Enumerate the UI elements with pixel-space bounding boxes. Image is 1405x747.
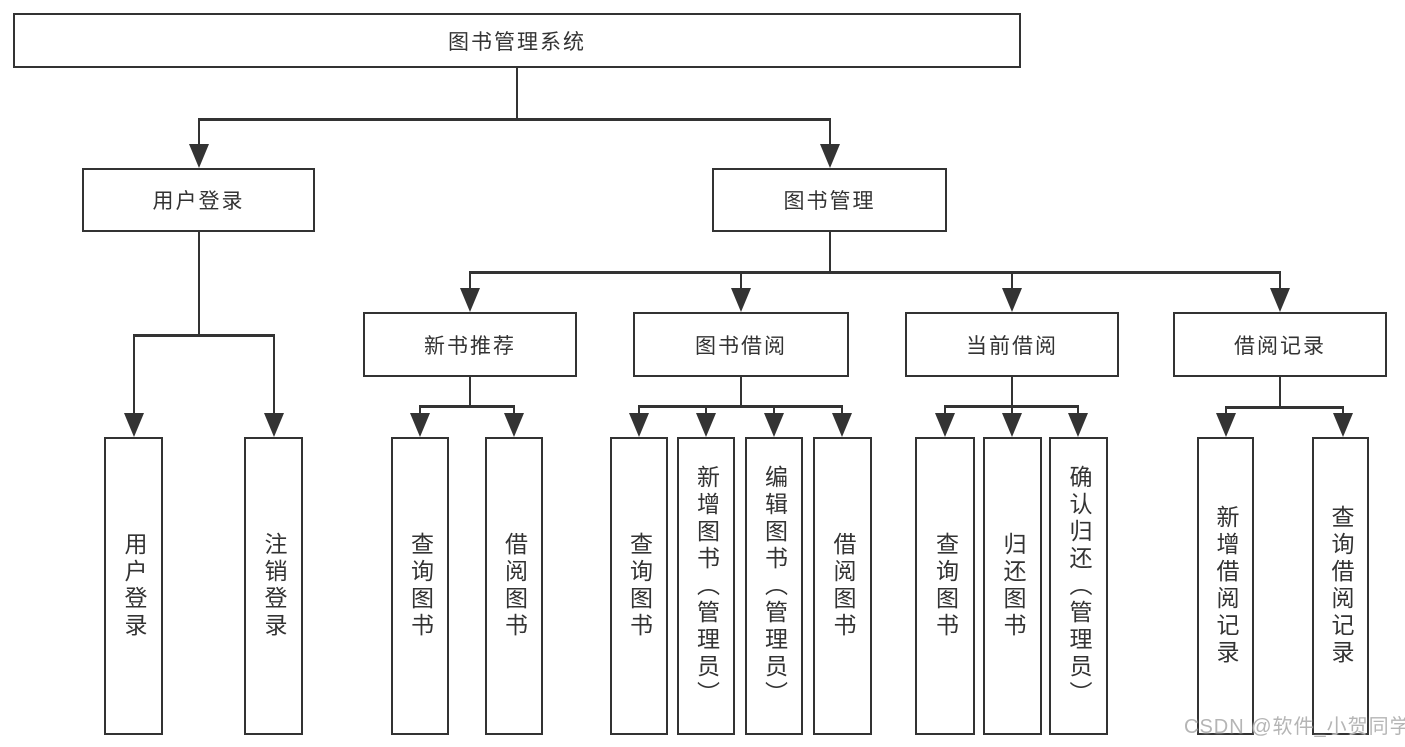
node-book-borrowing: 图书借阅 [633,312,849,377]
leaf-add-books-admin: 新增图书（管理员） [677,437,735,735]
leaf-edit-books-admin: 编辑图书（管理员） [745,437,803,735]
leaf-add-borrow-record: 新增借阅记录 [1197,437,1254,735]
connector-line [197,232,201,336]
connector-line [1341,406,1345,417]
leaf-borrow-books-recommend: 借阅图书 [485,437,543,735]
connector-line [272,334,276,416]
connector-line [739,271,743,293]
arrow-down-icon [1333,413,1353,437]
arrow-down-icon [820,144,840,168]
connector-line [1278,377,1282,408]
node-label: 图书借阅 [695,334,787,358]
arrow-down-icon [832,413,852,437]
arrow-down-icon [410,413,430,437]
connector-line [704,405,708,417]
leaf-confirm-return-admin: 确认归还（管理员） [1049,437,1108,735]
leaf-label: 注销登录 [261,532,287,640]
connector-line [468,377,472,407]
csdn-watermark: CSDN @软件_小贺同学 [1184,716,1405,738]
node-label: 图书管理 [783,190,876,213]
leaf-return-books: 归还图书 [983,437,1042,735]
connector-line [515,68,519,120]
arrow-down-icon [696,413,716,437]
arrow-down-icon [504,413,524,437]
arrow-down-icon [1068,413,1088,437]
leaf-label: 查询图书 [407,532,434,640]
connector-line [1225,406,1344,409]
connector-line [828,232,832,273]
arrow-down-icon [1216,413,1236,437]
arrow-down-icon [1270,288,1290,312]
leaf-query-borrow-record: 查询借阅记录 [1312,437,1369,735]
leaf-query-books-borrowing: 查询图书 [610,437,668,735]
connector-line [739,377,743,407]
connector-line [133,334,274,337]
node-library-management-system: 图书管理系统 [13,13,1021,68]
leaf-label: 查询图书 [932,532,959,640]
connector-line [943,405,947,417]
connector-line [1010,271,1014,293]
arrow-down-icon [764,413,784,437]
connector-line [1278,271,1282,293]
leaf-label: 借阅图书 [830,532,856,640]
connector-line [638,405,843,408]
leaf-label: 新增借阅记录 [1213,505,1239,667]
connector-line [418,405,422,417]
connector-line [197,118,201,148]
node-label: 新书推荐 [424,334,516,358]
node-label: 借阅记录 [1234,334,1326,358]
connector-line [198,118,831,121]
arrow-down-icon [1002,413,1022,437]
leaf-label: 用户登录 [121,532,147,640]
node-label: 用户登录 [152,190,245,213]
leaf-label: 查询借阅记录 [1328,505,1354,667]
leaf-query-books-current: 查询图书 [915,437,975,735]
connector-line [637,405,641,417]
connector-line [840,405,844,417]
arrow-down-icon [460,288,480,312]
leaf-label: 借阅图书 [501,532,528,640]
leaf-logout: 注销登录 [244,437,303,735]
leaf-label: 新增图书（管理员） [693,464,720,708]
arrow-down-icon [189,144,209,168]
leaf-label: 确认归还（管理员） [1066,464,1092,708]
leaf-label: 编辑图书（管理员） [761,464,788,708]
node-new-book-recommend: 新书推荐 [363,312,577,377]
leaf-borrow-books: 借阅图书 [813,437,872,735]
leaf-query-books-recommend: 查询图书 [391,437,449,735]
connector-line [132,334,136,416]
node-current-borrowing: 当前借阅 [905,312,1119,377]
connector-line [1076,405,1080,417]
node-label: 图书管理系统 [448,30,586,54]
connector-line [468,271,472,293]
leaf-label: 查询图书 [626,532,653,640]
arrow-down-icon [264,413,284,437]
connector-line [1224,406,1228,417]
node-label: 当前借阅 [966,334,1058,358]
node-user-login: 用户登录 [82,168,315,232]
connector-line [512,405,516,417]
arrow-down-icon [629,413,649,437]
leaf-label: 归还图书 [1000,532,1026,640]
arrow-down-icon [935,413,955,437]
leaf-user-login: 用户登录 [104,437,163,735]
connector-line [772,405,776,417]
arrow-down-icon [731,288,751,312]
arrow-down-icon [124,413,144,437]
connector-line [470,271,1281,274]
node-borrowing-records: 借阅记录 [1173,312,1387,377]
node-book-management: 图书管理 [712,168,947,232]
connector-line [828,118,832,148]
connector-line [419,405,515,408]
arrow-down-icon [1002,288,1022,312]
connector-line [1010,377,1014,407]
connector-line [1010,405,1014,417]
